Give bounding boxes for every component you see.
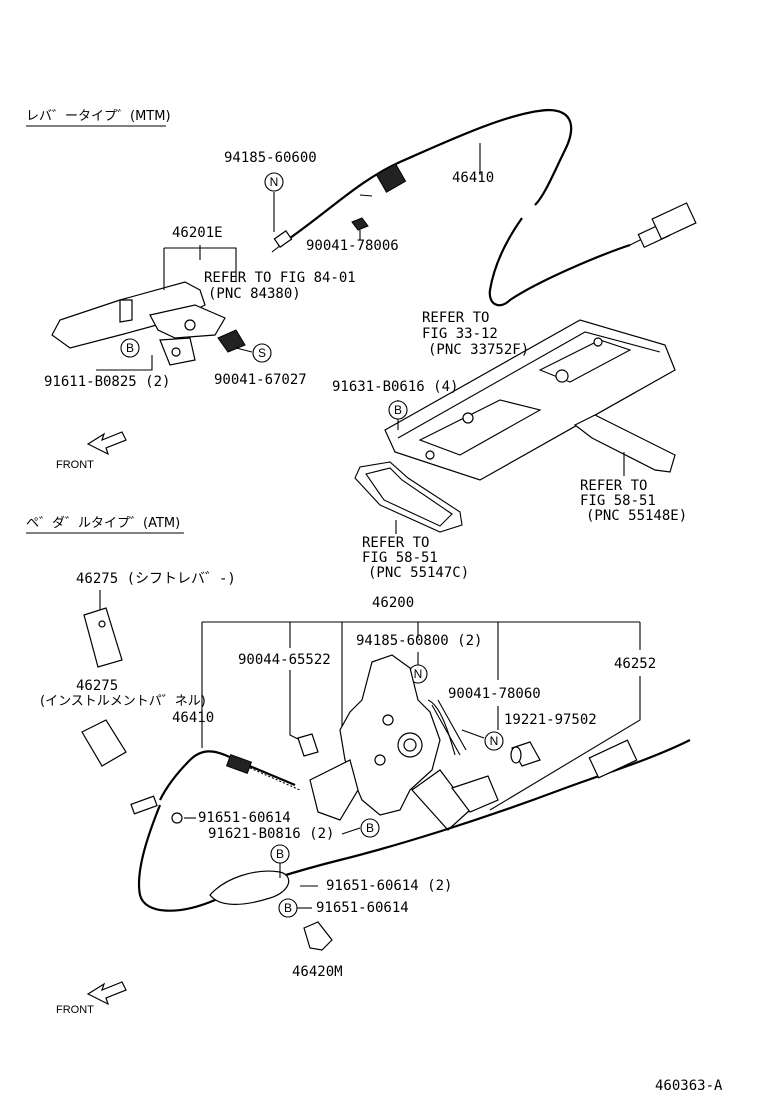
label-46275-shift-lever (83, 607, 123, 668)
clamp-46420m (303, 921, 333, 951)
cable-end-clevis (273, 230, 293, 248)
marker-n-90041-78060: N (484, 731, 504, 751)
pedal-pad (451, 775, 499, 813)
callout-46200: 46200 (372, 595, 414, 611)
svg-text:N: N (414, 667, 423, 681)
callout-46275-instrument-sub: (インストルメントパ゛ネル) (40, 694, 206, 709)
callout-46275-shift-lever: 46275 (シフトレバ゛-) (76, 571, 236, 587)
marker-n-94185-60600: N (264, 172, 284, 192)
callout-94185-60600: 94185-60600 (224, 150, 317, 166)
lever-clip (217, 329, 246, 353)
nut-90041-78006 (351, 217, 369, 231)
callout-refer-33-12-line1: REFER TO (422, 310, 489, 326)
callout-refer-84-01-line2: (PNC 84380) (208, 286, 301, 302)
svg-text:N: N (490, 734, 499, 748)
callout-19221-97502: 19221-97502 (504, 712, 597, 728)
front-arrow-top: FRONT (56, 431, 127, 471)
clip-91651-60614-a (171, 812, 183, 824)
insulator-pad-55148e (573, 414, 676, 473)
front-arrow-bottom: FRONT (56, 981, 127, 1016)
callout-91611-b0825: 91611-B0825 (2) (44, 374, 170, 390)
svg-text:B: B (126, 341, 134, 355)
svg-text:B: B (276, 847, 284, 861)
callout-91651-60614-b: 91651-60614 (2) (326, 878, 452, 894)
callout-91621-b0816: 91621-B0816 (2) (208, 826, 334, 842)
parking-brake-lever-46201e (51, 281, 246, 366)
callout-refer-33-12-line3: (PNC 33752F) (428, 342, 529, 358)
marker-b-91631-b0616: B (388, 400, 408, 420)
marker-b-91651-60614-c: B (278, 898, 298, 918)
marker-b-91621-b0816: B (360, 818, 380, 838)
lower-cable-clamp (130, 795, 158, 815)
callout-46410-top: 46410 (452, 170, 494, 186)
parking-brake-pedal-assembly-46200 (309, 654, 499, 831)
front-label-bottom: FRONT (56, 1004, 94, 1016)
callout-46252: 46252 (614, 656, 656, 672)
label-46275-instrument-panel (81, 719, 127, 767)
marker-b-91651-60614-b: B (270, 844, 290, 864)
callout-90041-67027: 90041-67027 (214, 372, 307, 388)
callout-46275-instrument: 46275 (76, 678, 118, 694)
svg-text:B: B (394, 403, 402, 417)
callout-refer-58-51b-line3: (PNC 55147C) (368, 565, 469, 581)
svg-text:N: N (270, 175, 279, 189)
front-label-top: FRONT (56, 459, 94, 471)
figure-id: 460363-A (655, 1078, 723, 1094)
cable-grommet (375, 163, 407, 193)
callout-refer-58-51a-line3: (PNC 55148E) (586, 508, 687, 524)
callout-46201e: 46201E (172, 225, 223, 241)
callout-91651-60614-a: 91651-60614 (198, 810, 291, 826)
parking-brake-cable-46410-lower (130, 739, 691, 912)
svg-text:B: B (284, 901, 292, 915)
callout-46420m: 46420M (292, 964, 343, 980)
svg-text:B: B (366, 821, 374, 835)
callout-refer-58-51b-line2: FIG 58-51 (362, 550, 438, 566)
console-floor-panel (384, 319, 676, 481)
callout-90044-65522: 90044-65522 (238, 652, 331, 668)
lower-equalizer-bracket (588, 739, 638, 779)
callout-90041-78060: 90041-78060 (448, 686, 541, 702)
lower-cable-grommet (225, 753, 253, 775)
callout-refer-58-51a-line1: REFER TO (580, 478, 647, 494)
callout-refer-84-01-line1: REFER TO FIG 84-01 (204, 270, 356, 286)
callout-91651-60614-c: 91651-60614 (316, 900, 409, 916)
bracket-90044-65522 (297, 733, 319, 757)
equalizer-bracket (651, 202, 697, 240)
parking-brake-cable-46410-upper (271, 108, 697, 307)
cable-clamp-46420m-area (209, 870, 290, 905)
heading-lever-type-mtm: レバ゛ータイプ゛(MTM) (26, 109, 171, 124)
callout-46410-bottom: 46410 (172, 710, 214, 726)
callout-91631-b0616: 91631-B0616 (4) (332, 379, 458, 395)
callout-refer-58-51b-line1: REFER TO (362, 535, 429, 551)
marker-s-90041-67027: S (252, 343, 272, 363)
callout-refer-58-51a-line2: FIG 58-51 (580, 493, 656, 509)
svg-text:S: S (258, 346, 266, 360)
callout-94185-60800: 94185-60800 (2) (356, 633, 482, 649)
callout-90041-78006: 90041-78006 (306, 238, 399, 254)
marker-b-91611-b0825: B (120, 338, 140, 358)
insulator-pad-55147c (354, 461, 463, 533)
heading-pedal-type-atm: ペ゛ダ゛ルタイプ゛(ATM) (26, 516, 180, 531)
callout-refer-33-12-line2: FIG 33-12 (422, 326, 498, 342)
